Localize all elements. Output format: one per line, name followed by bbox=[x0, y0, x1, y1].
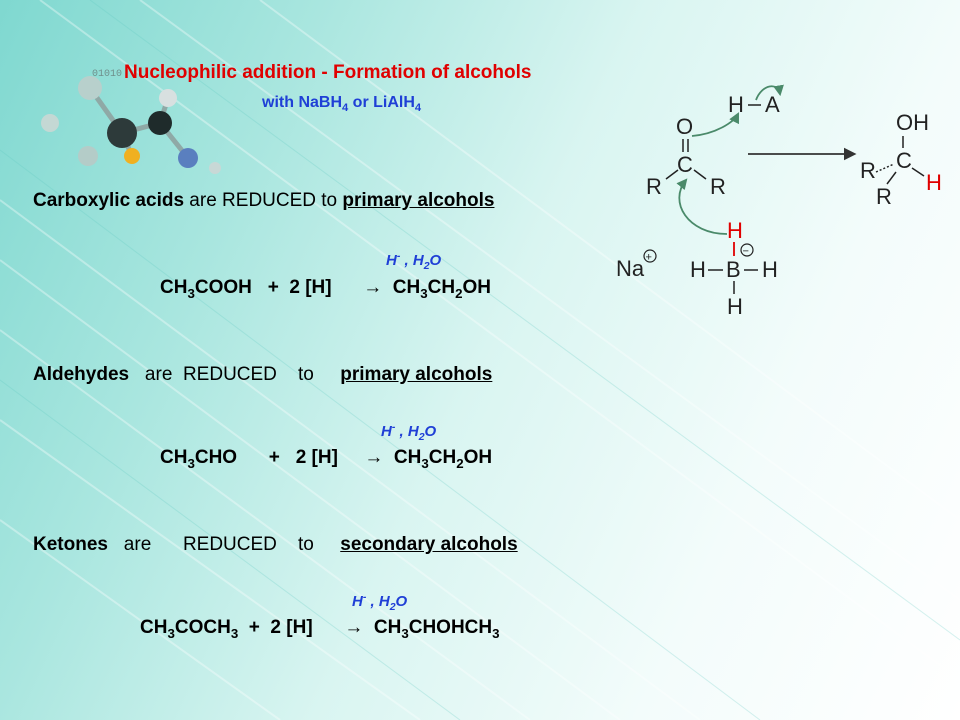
statement-ketones: Ketones are REDUCED to secondary alcohol… bbox=[33, 534, 518, 555]
statement-aldehydes: Aldehydes are REDUCED to primary alcohol… bbox=[33, 364, 493, 385]
equation-carboxylic-acid: CH3COOH + 2 [H] → CH3CH2OH bbox=[160, 277, 492, 301]
product-h-label: H bbox=[926, 170, 942, 195]
boron-h-label: H bbox=[762, 257, 778, 282]
svg-text:01010: 01010 bbox=[92, 69, 122, 80]
reaction-conditions: H- , H2O bbox=[381, 421, 437, 443]
statement-carboxylic-acids: Carboxylic acids are REDUCED to primary … bbox=[33, 190, 495, 211]
reaction-conditions: H- , H2O bbox=[386, 250, 442, 272]
boron-h-label: H bbox=[690, 257, 706, 282]
carbonyl-c-label: C bbox=[677, 152, 693, 177]
reaction-conditions: H- , H2O bbox=[352, 591, 408, 613]
reaction-arrow-icon: → bbox=[363, 277, 383, 298]
minus-charge-icon bbox=[740, 243, 754, 257]
svg-text:−: − bbox=[743, 246, 749, 258]
r-group-label: R bbox=[646, 174, 662, 199]
acid-h-label: H bbox=[728, 92, 744, 117]
boron-label: B bbox=[726, 257, 741, 282]
r-group-label: R bbox=[710, 174, 726, 199]
equation-aldehyde: CH3CHO + 2 [H] → CH3CH2OH bbox=[160, 447, 493, 471]
boron-h-label: H bbox=[727, 294, 743, 319]
product-r-label: R bbox=[876, 184, 892, 209]
reagents-subtitle: with NaBH4 or LiAlH4 bbox=[262, 94, 422, 115]
molecule-decoration-icon: 01010 bbox=[41, 69, 221, 174]
hydride-h-label: H bbox=[727, 218, 743, 243]
mechanism-diagram: H A O C R R OH C R R bbox=[616, 84, 942, 319]
acid-a-label: A bbox=[765, 92, 780, 117]
product-c-label: C bbox=[896, 148, 912, 173]
reaction-arrow-icon: → bbox=[344, 617, 364, 638]
reaction-arrow-icon: → bbox=[364, 447, 384, 468]
product-r-label: R bbox=[860, 158, 876, 183]
carbonyl-o-label: O bbox=[676, 114, 693, 139]
sodium-label: Na bbox=[616, 256, 645, 281]
page-title: Nucleophilic addition - Formation of alc… bbox=[124, 62, 532, 83]
equation-ketone: CH3COCH3 + 2 [H] → CH3CHOHCH3 bbox=[140, 617, 500, 641]
plus-charge-icon bbox=[643, 249, 657, 263]
product-oh-label: OH bbox=[896, 110, 929, 135]
svg-text:+: + bbox=[646, 252, 652, 264]
